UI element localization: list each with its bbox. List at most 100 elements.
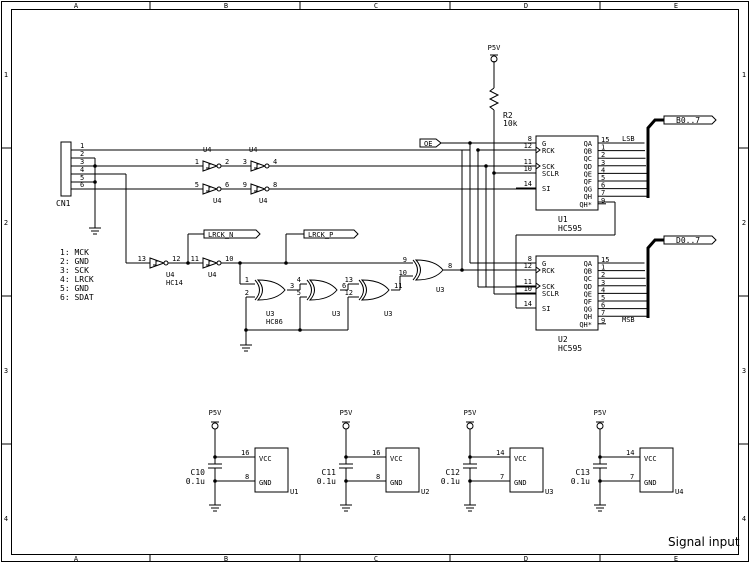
xor-input-pin-b: 2 <box>245 289 249 297</box>
net-lsb: LSB <box>622 135 635 143</box>
p5v-label: P5V <box>488 44 501 52</box>
ic-gnd-pin-number: 8 <box>245 473 249 481</box>
col-label-bottom-e: E <box>674 555 678 563</box>
inverter-input-pin: 13 <box>138 255 146 263</box>
hc595-input-pin-number: 11 <box>524 158 532 166</box>
hc595-input-pin-number: 8 <box>528 135 532 143</box>
net-lrck-p: LRCK_P <box>308 231 333 239</box>
inverter-ref: U4 <box>203 146 211 154</box>
hc595-output-pin-number: 2 <box>601 271 605 279</box>
ic-vcc-pin-name: VCC <box>259 455 272 463</box>
cap-ref: C12 <box>446 468 461 477</box>
r2-ref: R2 <box>503 111 513 120</box>
hc595-output-pin-name: QC <box>584 275 592 283</box>
ic-vcc-pin-name: VCC <box>514 455 527 463</box>
hc595-output-pin-name: QH <box>584 193 592 201</box>
ic-vcc-pin-name: VCC <box>644 455 657 463</box>
hc595-output-pin-number: 7 <box>601 189 605 197</box>
cn1-pin-6: 6 <box>80 181 84 189</box>
decoupling-p5v-label: P5V <box>464 409 477 417</box>
row-label-left-1: 1 <box>4 71 8 79</box>
hc595-output-pin-name: QG <box>584 186 592 194</box>
data-buses <box>646 118 664 318</box>
hc595-output-pin-name: QD <box>584 283 592 291</box>
hc595-output-pin-name: QD <box>584 163 592 171</box>
connector-legend: 1: MCK 2: GND 3: SCK 4: LRCK 5: GND 6: S… <box>60 248 94 302</box>
inverter-ref: U4 <box>249 146 257 154</box>
net-labels: OE LRCK_N LRCK_P B0..7 D0..7 LSB MSB <box>203 115 717 324</box>
frame-row-labels: 1 2 3 4 1 2 3 4 <box>4 71 746 523</box>
hc595-output-pin-name: QA <box>584 260 593 268</box>
ic-gnd-pin-name: GND <box>644 479 657 487</box>
inverter-input-pin: 5 <box>195 181 199 189</box>
inverter-ref: U4 <box>166 271 174 279</box>
xor-ref: U3 <box>332 310 340 318</box>
hc595-output-pin-name: QG <box>584 306 592 314</box>
xor-input-pin-a: 4 <box>297 276 301 284</box>
row-label-right-1: 1 <box>742 71 746 79</box>
hc595-input-pin-number: 10 <box>524 165 532 173</box>
net-msb: MSB <box>622 316 635 324</box>
hc595-input-pin-name: RCK <box>542 267 555 275</box>
cap-ref: C10 <box>191 468 206 477</box>
hc595-output-pin-name: QE <box>584 170 592 178</box>
hc595-output-pin-number: 4 <box>601 166 605 174</box>
cap-ref: C11 <box>322 468 337 477</box>
row-label-right-2: 2 <box>742 219 746 227</box>
ic-vcc-pin-name: VCC <box>390 455 403 463</box>
xor-output-pin: 6 <box>342 282 346 290</box>
col-label-top-a: A <box>74 2 79 10</box>
cap-value: 0.1u <box>571 477 590 486</box>
cap-ref: C13 <box>576 468 591 477</box>
ic-vcc-pin-number: 14 <box>496 449 504 457</box>
hc595-input-pin-name: G <box>542 140 546 148</box>
hc595-part: HC595 <box>558 344 582 353</box>
inverter-input-pin: 3 <box>243 158 247 166</box>
row-label-right-3: 3 <box>742 367 746 375</box>
r2-value: 10k <box>503 119 518 128</box>
legend-line-5: 5: GND <box>60 284 89 293</box>
xor-part: HC86 <box>266 318 283 326</box>
hc595-output-pin-name: QH <box>584 313 592 321</box>
hc595-input-pin-number: 10 <box>524 285 532 293</box>
row-label-left-2: 2 <box>4 219 8 227</box>
connector-cn1: 1 2 3 4 5 6 CN1 <box>56 141 95 208</box>
hc595-output-pin-number: 9 <box>601 317 605 325</box>
row-label-left-3: 3 <box>4 367 8 375</box>
hc595-ref: U2 <box>558 335 568 344</box>
inverter-ref: U4 <box>208 271 216 279</box>
hc595-output-pin-number: 3 <box>601 279 605 287</box>
xor-input-pin-a: 13 <box>345 276 353 284</box>
cap-value: 0.1u <box>186 477 205 486</box>
cn1-pin-1: 1 <box>80 142 84 150</box>
col-label-bottom-d: D <box>524 555 528 563</box>
ic-gnd-pin-number: 8 <box>376 473 380 481</box>
cap-value: 0.1u <box>441 477 460 486</box>
hc595-output-pin-name: QA <box>584 140 593 148</box>
xor-output-pin: 3 <box>290 282 294 290</box>
inverter-output-pin: 12 <box>172 255 180 263</box>
col-label-bottom-a: A <box>74 555 79 563</box>
col-label-bottom-b: B <box>224 555 228 563</box>
col-label-top-d: D <box>524 2 528 10</box>
xor-input-pin-b: 10 <box>399 269 407 277</box>
hc595-output-pin-number: 5 <box>601 294 605 302</box>
hc595-output-pin-number: 5 <box>601 174 605 182</box>
hc595-input-pin-number: 14 <box>524 180 532 188</box>
row-label-right-4: 4 <box>742 515 746 523</box>
ic-gnd-pin-name: GND <box>390 479 403 487</box>
net-bus-b: B0..7 <box>676 116 700 125</box>
p5v-pullup: P5V R2 10k <box>488 44 518 128</box>
ic-ref: U4 <box>675 488 683 496</box>
